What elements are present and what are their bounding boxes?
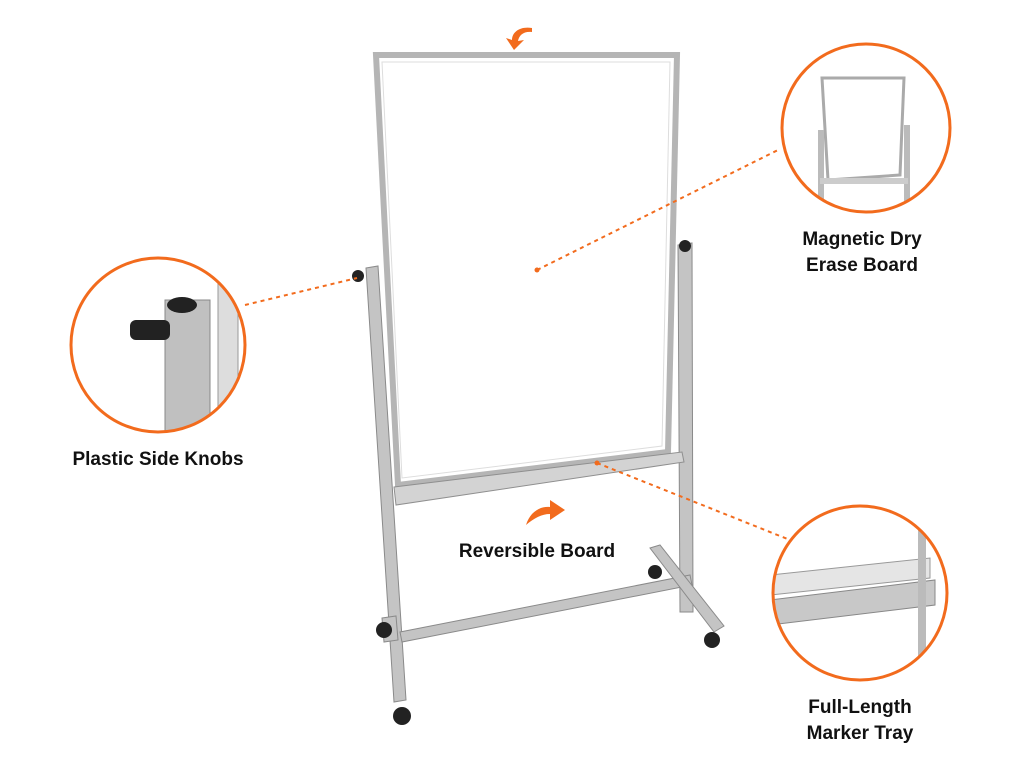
reverse-arrow-icon <box>506 27 565 525</box>
stand <box>365 242 725 703</box>
label-marker-tray: Full-Length Marker Tray <box>807 695 914 747</box>
marker-tray <box>393 451 685 506</box>
label-line: Magnetic Dry <box>802 229 922 250</box>
detail-tray-circle <box>771 504 949 682</box>
label-line: Erase Board <box>806 255 918 276</box>
detail-knob-circle <box>69 256 247 434</box>
callout-lines <box>244 149 791 541</box>
wheels <box>352 240 720 725</box>
label-magnetic-board: Magnetic Dry Erase Board <box>802 227 921 279</box>
detail-board-circle <box>780 42 952 214</box>
label-reversible-board: Reversible Board <box>458 541 616 562</box>
knob <box>679 240 691 252</box>
label-line: Full-Length <box>808 697 912 718</box>
whiteboard <box>372 52 681 489</box>
label-line: Marker Tray <box>806 723 914 744</box>
label-side-knobs: Plastic Side Knobs <box>72 449 244 470</box>
knob <box>352 270 364 282</box>
